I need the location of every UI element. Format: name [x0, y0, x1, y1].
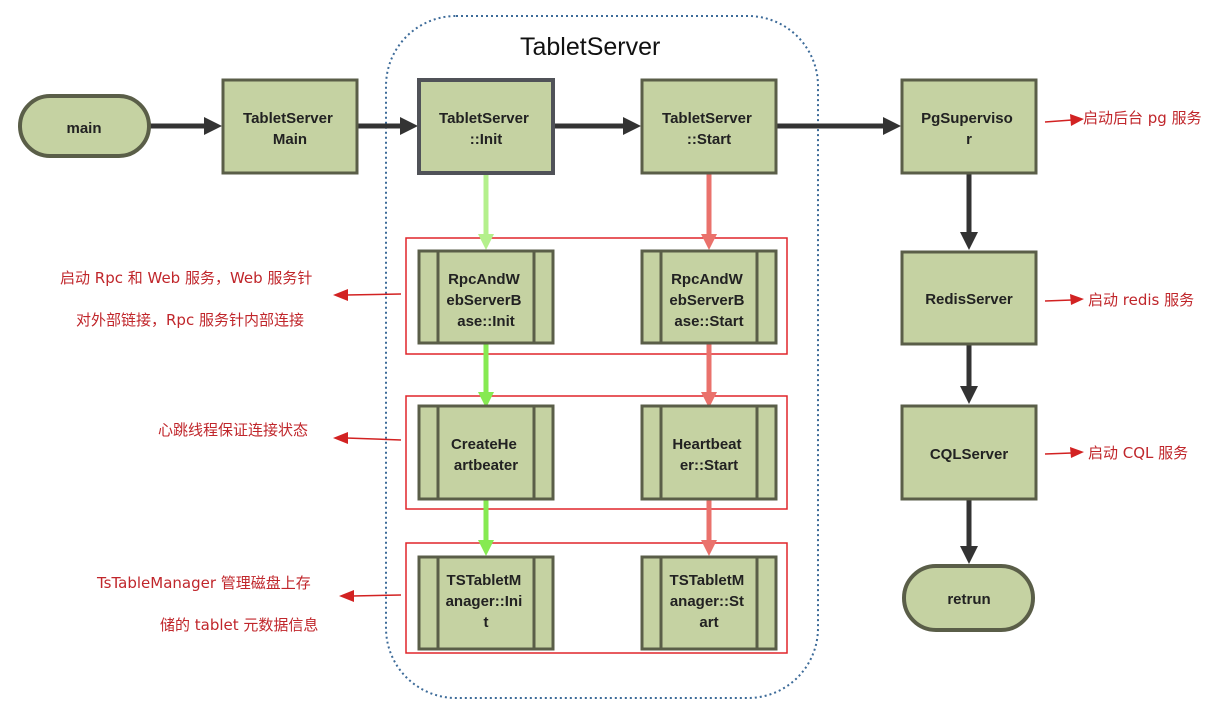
annotation-arrows-right: [1044, 114, 1084, 458]
node-heartbeat-start[interactable]: Heartbeat er::Start: [640, 404, 778, 501]
node-heartbeat-start-label: Heartbeat er::Start: [672, 436, 745, 474]
node-tabletservermain-label: TabletServer Main: [243, 110, 337, 148]
node-rpc-start[interactable]: RpcAndW ebServerB ase::Start: [640, 249, 778, 345]
node-retrun-label: retrun: [947, 591, 990, 608]
node-init-label: TabletServer ::Init: [439, 110, 533, 148]
node-rpc-init[interactable]: RpcAndW ebServerB ase::Init: [417, 249, 555, 345]
node-rpc-start-label: RpcAndW ebServerB ase::Start: [669, 271, 748, 330]
node-heartbeat-create[interactable]: CreateHe artbeater: [417, 404, 555, 501]
node-tabletservermain[interactable]: TabletServer Main: [221, 78, 359, 175]
node-rpc-init-label: RpcAndW ebServerB ase::Init: [446, 271, 525, 330]
node-tsmanager-start-label: TSTabletM anager::St art: [670, 572, 749, 631]
red-arrows: [701, 172, 717, 556]
node-tsmanager-init[interactable]: TSTabletM anager::Ini t: [417, 555, 555, 651]
node-cqlserver[interactable]: CQLServer: [900, 404, 1038, 501]
node-redisserver[interactable]: RedisServer: [900, 250, 1038, 346]
tsmanager-highlight-box: [405, 542, 788, 654]
rpc-highlight-box: [405, 237, 788, 355]
node-retrun[interactable]: retrun: [902, 564, 1035, 632]
annotation-pg: 启动后台 pg 服务: [1083, 109, 1202, 127]
node-tsmanager-init-label: TSTabletM anager::Ini t: [446, 572, 527, 631]
node-tsmanager-start[interactable]: TSTabletM anager::St art: [640, 555, 778, 651]
node-redisserver-label: RedisServer: [925, 291, 1013, 308]
node-start-label: TabletServer ::Start: [662, 110, 756, 148]
annotation-rpc-line1: 启动 Rpc 和 Web 服务，Web 服务针: [60, 269, 313, 287]
green-arrows: [478, 172, 494, 556]
tabletserver-group-border: [385, 15, 819, 699]
node-start[interactable]: TabletServer ::Start: [640, 78, 778, 175]
group-title: TabletServer: [520, 33, 661, 61]
annotation-arrows-left: [333, 289, 402, 602]
node-pgsupervisor[interactable]: PgSuperviso r: [900, 78, 1038, 175]
node-heartbeat-create-label: CreateHe artbeater: [451, 436, 521, 474]
annotation-rpc-line2: 对外部链接，Rpc 服务针内部连接: [76, 311, 304, 329]
node-main-label: main: [66, 120, 101, 137]
annotation-heartbeat: 心跳线程保证连接状态: [158, 421, 309, 439]
dark-arrows: [150, 117, 978, 564]
annotation-ts-line1: TsTableManager 管理磁盘上存: [97, 574, 311, 592]
annotation-redis: 启动 redis 服务: [1088, 291, 1195, 309]
annotation-ts-line2: 储的 tablet 元数据信息: [160, 616, 319, 634]
annotation-cql: 启动 CQL 服务: [1088, 444, 1189, 462]
node-init[interactable]: TabletServer ::Init: [417, 78, 555, 175]
node-pgsupervisor-label: PgSuperviso r: [921, 110, 1017, 148]
heartbeat-highlight-box: [405, 395, 788, 510]
node-main[interactable]: main: [18, 94, 151, 158]
node-cqlserver-label: CQLServer: [930, 446, 1009, 463]
